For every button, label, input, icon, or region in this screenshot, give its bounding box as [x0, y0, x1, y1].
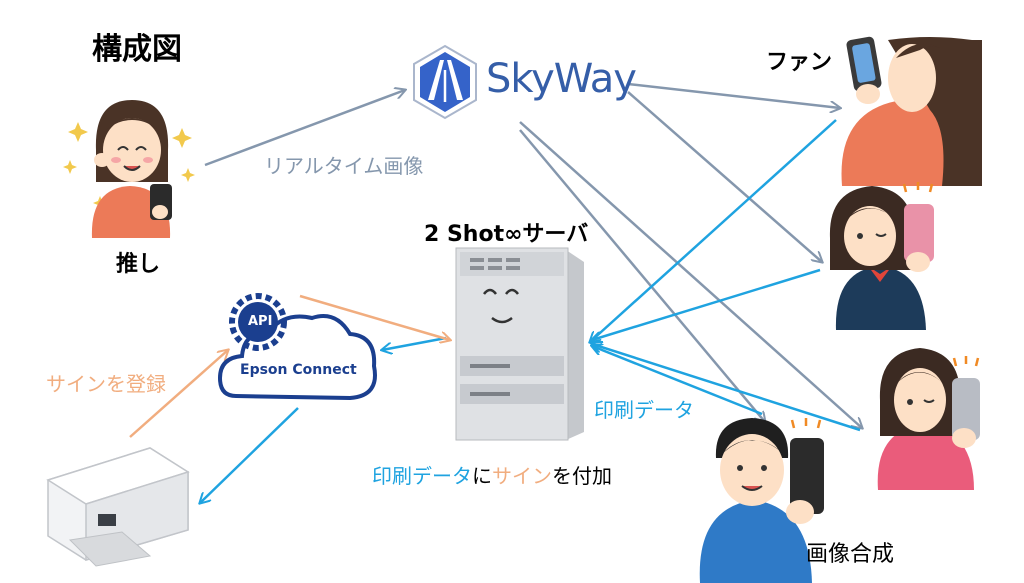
diagram-title: 構成図 — [92, 32, 182, 67]
orange-arrows — [129, 294, 450, 438]
print-data-label: 印刷データ — [594, 398, 694, 422]
epson-connect-illustration — [217, 293, 377, 401]
composite-label: 画像合成 — [806, 542, 895, 567]
oshi-illustration — [63, 100, 195, 238]
arrow-skyway-to-fan2 — [627, 91, 822, 262]
fan-label: ファン — [766, 50, 833, 75]
caption-print-data: 印刷データ — [372, 464, 472, 488]
arrow-server-to-epson — [382, 336, 447, 350]
caption-ni: に — [472, 464, 492, 488]
printer-illustration — [46, 447, 190, 567]
arrow-epson-to-server — [299, 294, 450, 340]
sign-register-label: サインを登録 — [46, 372, 166, 396]
arrow-fan3-to-server — [592, 344, 861, 432]
fan2-illustration — [829, 182, 934, 330]
arrow-epson-to-printer — [200, 407, 299, 503]
arrow-skyway-to-fan1 — [627, 82, 840, 108]
gray-arrows — [204, 82, 862, 428]
fan3-illustration — [877, 348, 980, 490]
arrow-oshi-to-skyway — [204, 90, 405, 167]
skyway-logo-icon — [413, 44, 477, 120]
blue-arrows — [200, 119, 861, 503]
arrow-skyway-to-fan4 — [519, 129, 765, 422]
sign-attach-caption: 印刷データにサインを付加 — [372, 460, 612, 489]
arrow-printer-to-epson — [129, 350, 228, 438]
fan1-illustration — [841, 36, 982, 186]
epson-connect-label: Epson Connect — [240, 362, 357, 378]
fan4-illustration — [699, 418, 824, 583]
server-illustration — [455, 247, 584, 441]
arrow-fan1-to-server — [590, 119, 837, 342]
arrow-fan2-to-server — [592, 268, 821, 340]
gear-icon — [229, 293, 287, 351]
api-label: API — [248, 314, 273, 329]
server-label: 2 Shot∞サーバ — [424, 222, 589, 247]
caption-sign: サイン — [492, 464, 552, 488]
skyway-label: SkyWay — [486, 56, 637, 102]
arrow-fan4-to-server — [592, 346, 763, 416]
arrow-skyway-to-fan3 — [519, 121, 862, 428]
caption-attach: を付加 — [552, 464, 612, 488]
oshi-label: 推し — [116, 252, 161, 277]
realtime-image-label: リアルタイム画像 — [264, 154, 424, 178]
